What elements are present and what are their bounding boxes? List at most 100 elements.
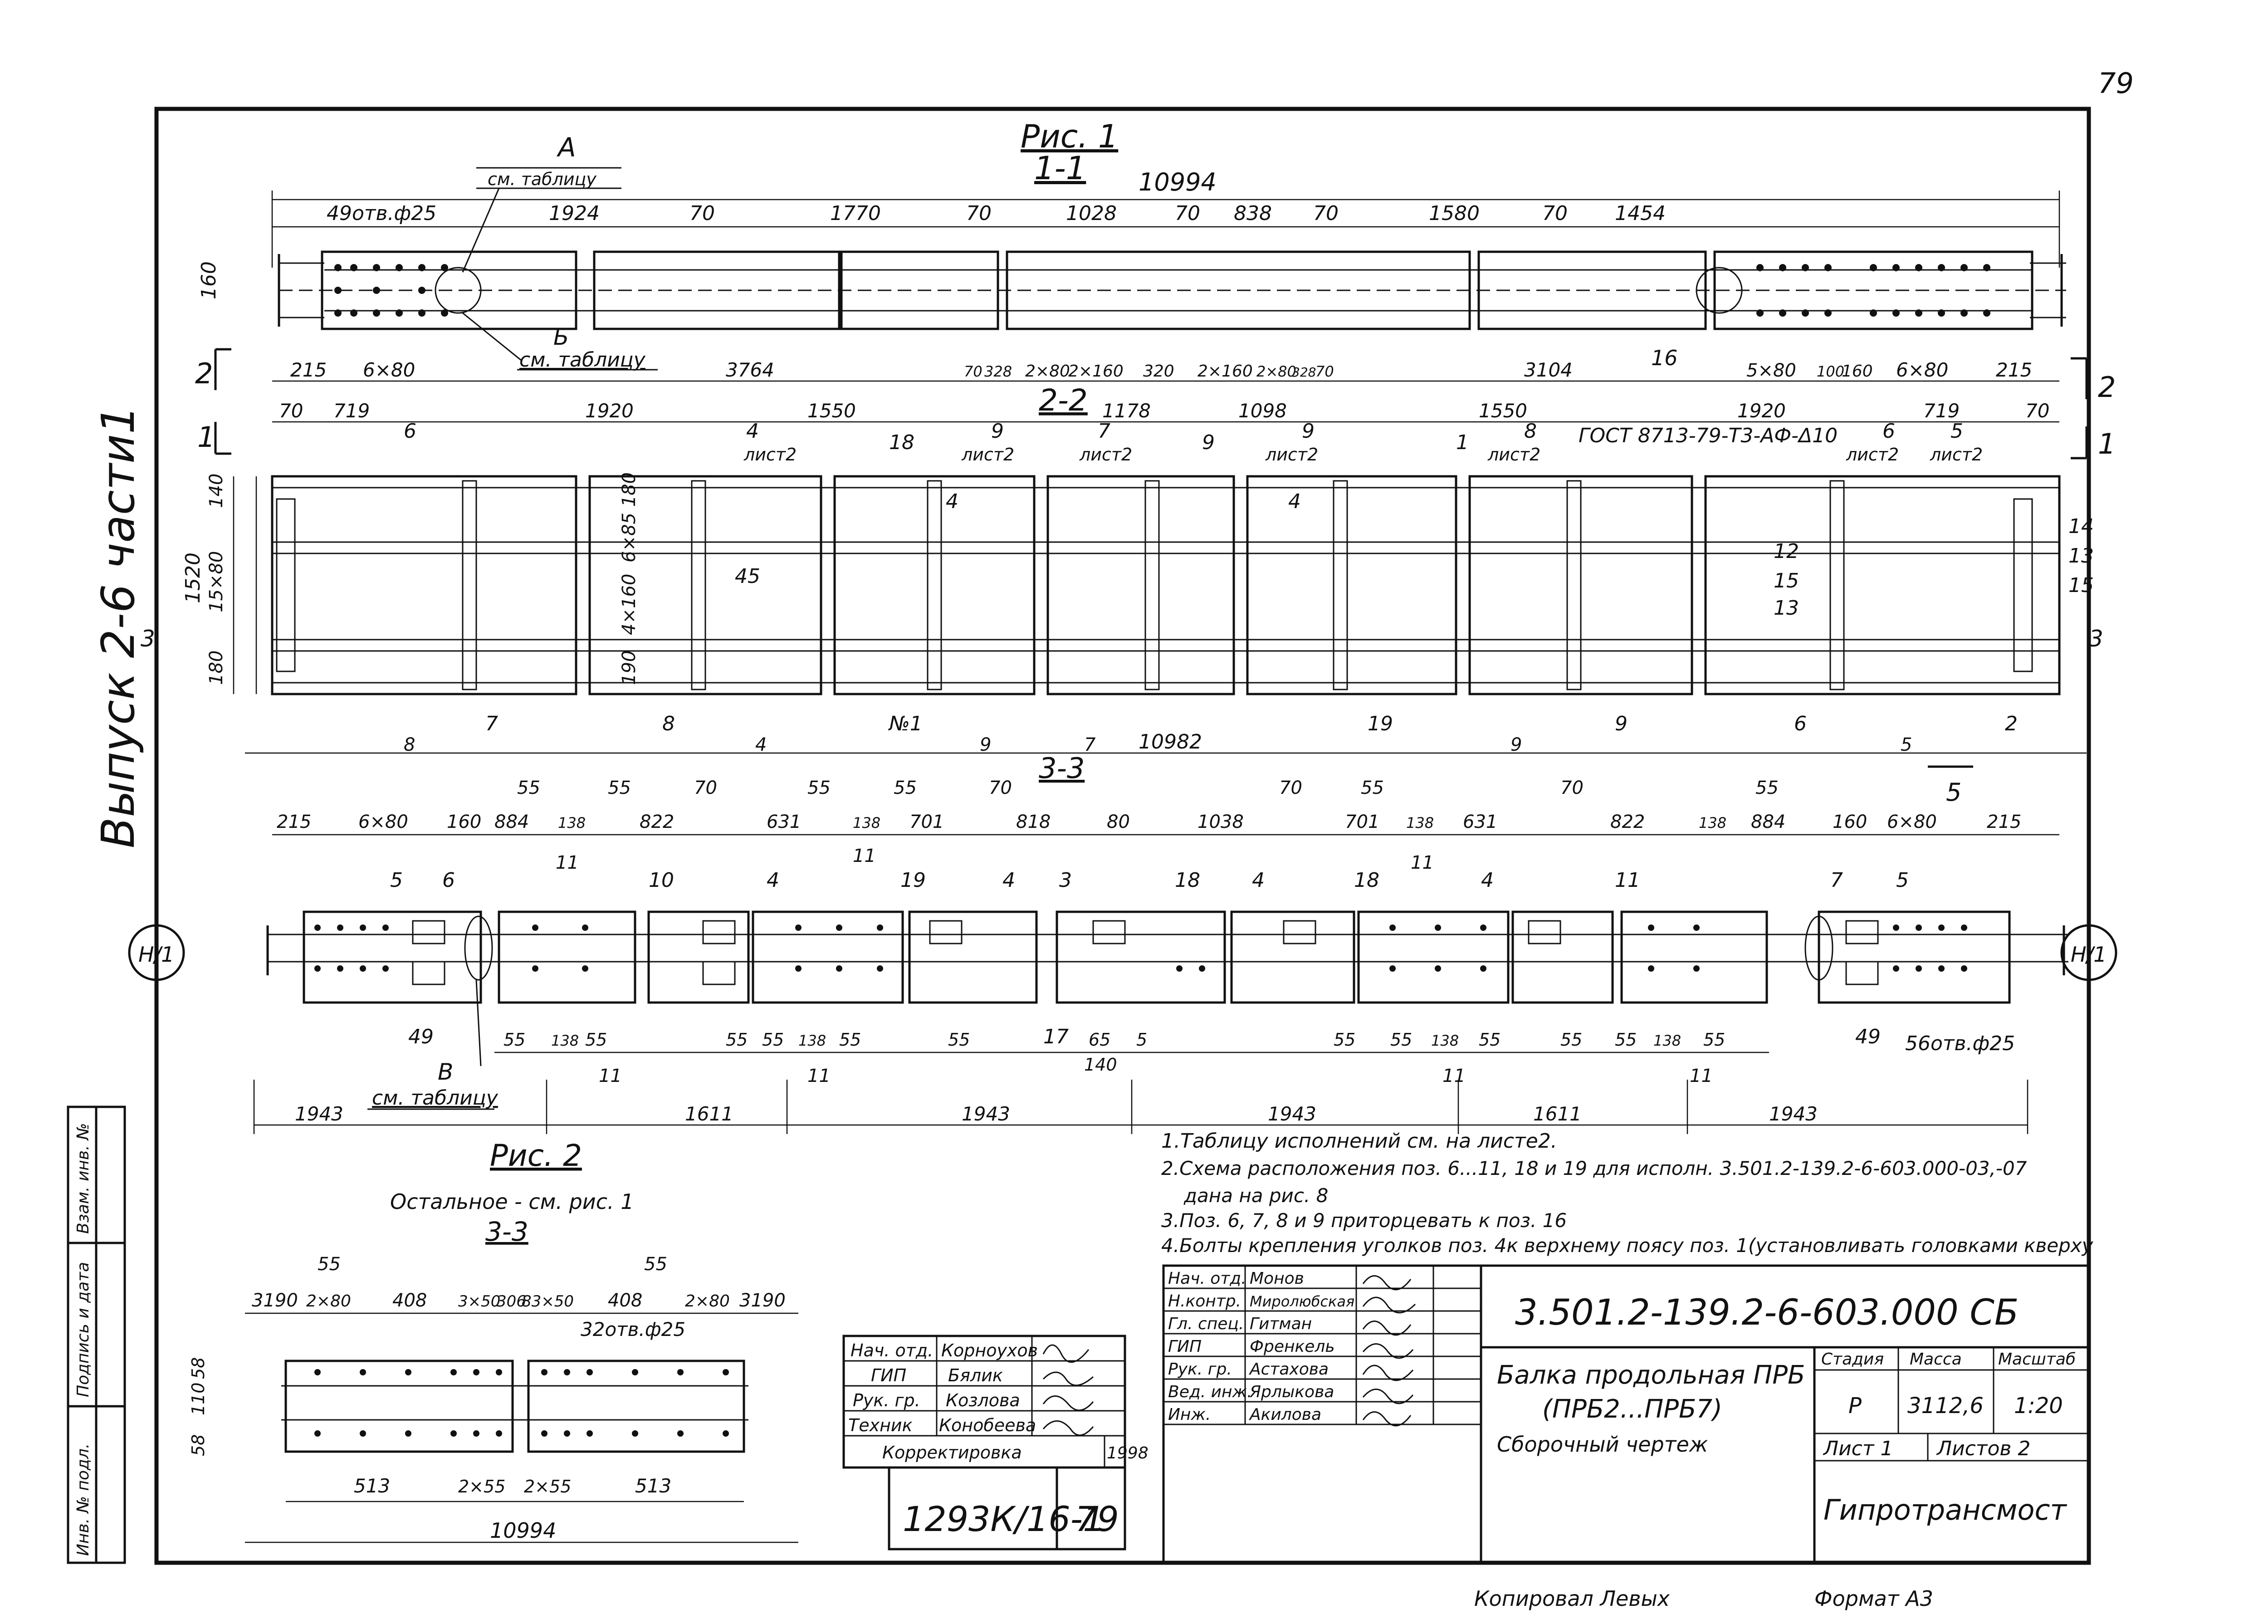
- dim-text: 3104: [1524, 359, 1573, 381]
- truss-22: [271, 475, 2061, 695]
- section-2-2-title: 2-2: [1039, 383, 1088, 418]
- dim-text: 6×80: [1896, 359, 1948, 381]
- strip-label-2: Подпись и дата: [74, 1262, 93, 1397]
- dim-text: 55: [1361, 778, 1384, 798]
- pos-label: 4: [767, 869, 779, 892]
- pos-label: 4: [1002, 869, 1015, 892]
- pos-label: 18: [889, 431, 914, 454]
- dim-text: 70: [1542, 202, 1568, 225]
- stamp-role: Техник: [848, 1415, 913, 1435]
- tb-name: Акилова: [1249, 1405, 1321, 1424]
- holes-56-label: 56отв.ф25: [1905, 1032, 2015, 1055]
- dim-text: 55: [1334, 1030, 1355, 1050]
- tb-name-line: (ПРБ2...ПРБ7): [1542, 1394, 1722, 1424]
- tb-role: ГИП: [1168, 1337, 1202, 1356]
- dim-text: 884: [1751, 812, 1785, 832]
- pos-label: 1: [1456, 431, 1469, 454]
- section-mark: 3: [2089, 626, 2103, 652]
- side-label: Выпуск 2-6 части1: [92, 405, 145, 848]
- stamp-name: Козлова: [946, 1390, 1020, 1410]
- callout-a-note: см. таблицу: [488, 169, 596, 189]
- dim-text: 70: [966, 202, 992, 225]
- pos-label: №1: [888, 712, 923, 735]
- dim-text: 2×55: [458, 1477, 505, 1497]
- tb-header: Масштаб: [1998, 1350, 2076, 1369]
- tb-sheets: Листов 2: [1936, 1437, 2030, 1460]
- dim-text: 160: [447, 812, 481, 832]
- pos-label: 5: [1896, 869, 1909, 892]
- dim-text: 701: [1345, 812, 1379, 832]
- dims-11-top: 49отв.ф25 1924 70 1770 70 1028 70 838 70…: [272, 202, 2059, 228]
- section-mark: 3: [141, 626, 155, 652]
- dim-text: 70: [689, 202, 715, 225]
- pos-label: 4: [1252, 869, 1265, 892]
- pos-label: 19: [900, 869, 926, 892]
- height-160: 160: [197, 261, 220, 299]
- pos-label: 9: [1510, 734, 1522, 755]
- dims-33-top: 215 6×80 160 884 138 822 631 138 701 818…: [272, 812, 2059, 836]
- dim-text: 1920: [1737, 400, 1786, 422]
- dim-text: 138: [853, 814, 880, 832]
- pos-label: 12: [1774, 540, 1799, 563]
- dim-text: 215: [277, 812, 311, 832]
- axis-label: Н/1: [138, 942, 174, 967]
- tb-name: Ярлыкова: [1249, 1383, 1334, 1401]
- pos-label: 4: [946, 490, 958, 513]
- dim-text: 138: [1431, 1032, 1459, 1049]
- pos-label: 9: [1302, 420, 1315, 443]
- pos-label: 49: [1855, 1025, 1881, 1048]
- stamp-name: Корноухов: [941, 1340, 1038, 1360]
- note-line: 2.Схема расположения поз. 6...11, 18 и 1…: [1161, 1157, 2027, 1179]
- dim-text: 70: [964, 363, 982, 380]
- dim-text: 6×80: [358, 812, 408, 832]
- archive-sheet: 79: [1075, 1499, 1119, 1539]
- stamp-name: Конобеева: [939, 1415, 1036, 1435]
- dim-text: 55: [1560, 1030, 1582, 1050]
- dim-text: 822: [1610, 812, 1645, 832]
- bolts-11-right: [1696, 264, 1990, 317]
- pos-label: 3: [1059, 869, 1072, 892]
- dim-text: 5×80: [1746, 360, 1796, 381]
- dim-text: 58: [188, 1434, 208, 1456]
- pos-label: 8: [404, 734, 415, 755]
- tb-stage: Р: [1848, 1393, 1862, 1419]
- dim-text: 55: [894, 778, 917, 798]
- fig2-note: Остальное - см. рис. 1: [390, 1189, 634, 1214]
- pos-label: 19: [1368, 712, 1393, 735]
- tb-name: Миролюбская: [1250, 1293, 1354, 1310]
- dim-text: 513: [635, 1475, 671, 1497]
- callout-b-note: см. таблицу: [519, 348, 646, 372]
- dim-text: 1038: [1198, 812, 1244, 832]
- pos-label: 7: [1098, 420, 1110, 443]
- dim-text: 1611: [1533, 1103, 1582, 1125]
- pos-label: 8: [1524, 420, 1537, 443]
- dim-text: 2×160: [1198, 362, 1253, 381]
- tb-name-line: Сборочный чертеж: [1497, 1432, 1708, 1457]
- dim-text: 1943: [1268, 1103, 1316, 1125]
- sheet-ref: лист2: [1265, 445, 1318, 465]
- dim-text: 719: [1923, 400, 1960, 422]
- sheet-ref: лист2: [1846, 445, 1899, 465]
- tb-designation: 3.501.2-139.2-6-603.000 СБ: [1515, 1292, 2019, 1333]
- dims-22-heights: 140 1520 15×80 180 6×85 180 4×160 190: [181, 472, 640, 694]
- sheet-frame: [154, 107, 2091, 1565]
- pos-label: 13: [2068, 544, 2094, 567]
- tb-header: Стадия: [1821, 1350, 1884, 1369]
- dim-text: 110: [188, 1382, 208, 1415]
- dim-text: 55: [585, 1030, 607, 1050]
- dim-text: 55: [608, 778, 631, 798]
- dim-text: 70: [989, 778, 1012, 798]
- dim-text: 631: [1463, 812, 1497, 832]
- tb-role: Инж.: [1168, 1405, 1211, 1424]
- callout-b: Б: [553, 324, 569, 350]
- dim-text: 160: [1842, 362, 1873, 381]
- axis-bubble-right: Н/1: [2060, 924, 2117, 981]
- sheet-ref: лист2: [1930, 445, 1983, 465]
- dim-text: 2×80: [1025, 362, 1070, 381]
- dim-text: 1943: [962, 1103, 1010, 1125]
- dim-text: 884: [494, 812, 529, 832]
- gost-label: ГОСТ 8713-79-Т3-АФ-Δ10: [1579, 424, 1838, 447]
- dim-text: 138: [1699, 814, 1726, 832]
- pos-label: 15: [1774, 569, 1799, 592]
- pos-label: 7: [1084, 734, 1096, 755]
